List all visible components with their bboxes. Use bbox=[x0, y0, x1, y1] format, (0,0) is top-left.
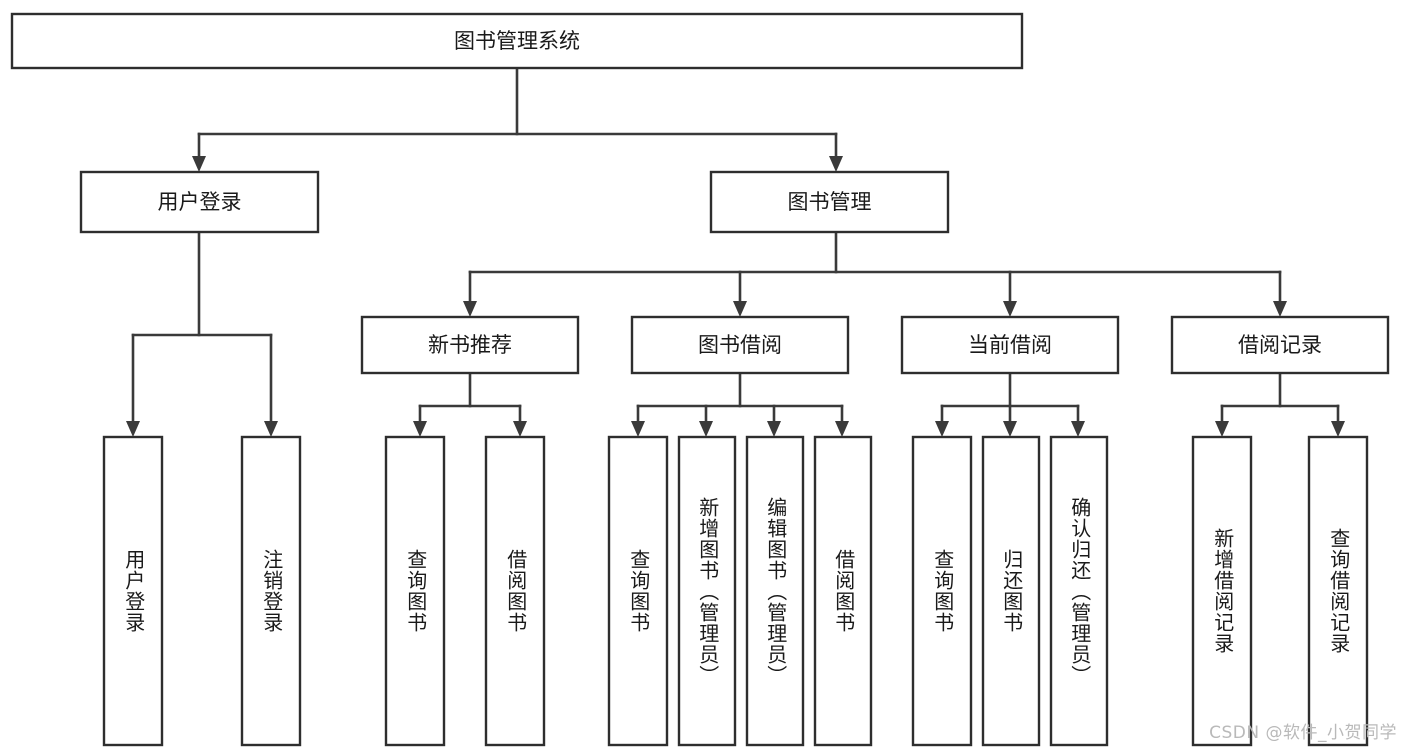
leaf-box-current-borrow-1[interactable] bbox=[911, 435, 973, 747]
leaf-box-new-book-2[interactable] bbox=[484, 435, 546, 747]
node-label-root: 图书管理系统 bbox=[454, 29, 580, 53]
leaf-box-user-login-2[interactable] bbox=[240, 435, 302, 747]
edges-currentborrow-to-leaves bbox=[935, 371, 1085, 437]
node-user-login[interactable]: 用户登录 bbox=[79, 170, 320, 234]
leaf-box-book-borrow-3[interactable] bbox=[745, 435, 805, 747]
node-root-system[interactable]: 图书管理系统 bbox=[10, 12, 1024, 70]
leaf-box-book-borrow-2[interactable] bbox=[677, 435, 737, 747]
node-book-borrow[interactable]: 图书借阅 bbox=[630, 315, 850, 375]
edges-bookmgmt-to-level3 bbox=[463, 230, 1287, 317]
node-book-management[interactable]: 图书管理 bbox=[709, 170, 950, 234]
leaf-box-current-borrow-3[interactable] bbox=[1049, 435, 1109, 747]
leaf-box-book-borrow-1[interactable] bbox=[607, 435, 669, 747]
node-label-current-borrow: 当前借阅 bbox=[968, 333, 1052, 357]
edges-borrowrecord-to-leaves bbox=[1215, 371, 1345, 437]
watermark-text: CSDN @软件_小贺同学 bbox=[1209, 723, 1397, 743]
leaf-box-borrow-record-2[interactable] bbox=[1307, 435, 1369, 747]
leaf-box-new-book-1[interactable] bbox=[384, 435, 446, 747]
leaf-box-current-borrow-2[interactable] bbox=[981, 435, 1041, 747]
edges-root-to-level2 bbox=[192, 66, 843, 172]
node-borrow-record[interactable]: 借阅记录 bbox=[1170, 315, 1390, 375]
leaf-box-book-borrow-4[interactable] bbox=[813, 435, 873, 747]
edges-bookborrow-to-leaves bbox=[631, 371, 849, 437]
leaf-box-borrow-record-1[interactable] bbox=[1191, 435, 1253, 747]
leaf-box-user-login-1[interactable] bbox=[102, 435, 164, 747]
node-label-book-management: 图书管理 bbox=[788, 190, 872, 214]
node-label-borrow-record: 借阅记录 bbox=[1238, 333, 1322, 357]
node-current-borrow[interactable]: 当前借阅 bbox=[900, 315, 1120, 375]
node-label-book-borrow: 图书借阅 bbox=[698, 333, 782, 357]
edges-userlogin-to-leaves bbox=[126, 230, 278, 437]
node-label-user-login: 用户登录 bbox=[158, 190, 242, 214]
node-new-book-recommend[interactable]: 新书推荐 bbox=[360, 315, 580, 375]
edges-newbook-to-leaves bbox=[413, 371, 527, 437]
node-label-new-book-recommend: 新书推荐 bbox=[428, 333, 512, 357]
